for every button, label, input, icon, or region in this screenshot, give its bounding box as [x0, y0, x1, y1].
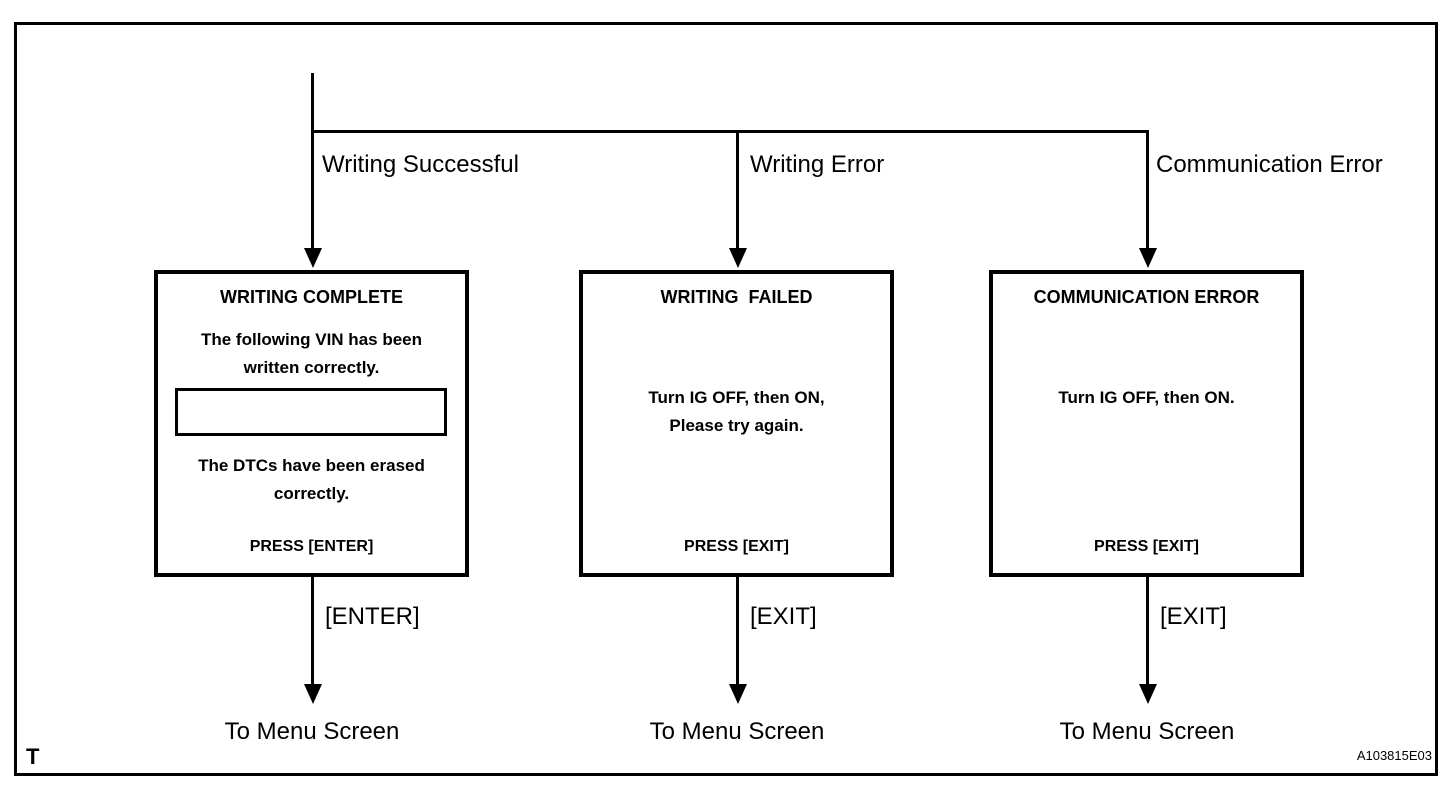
figure-code: A103815E03: [1356, 748, 1432, 763]
exit-line-3: [1146, 577, 1149, 686]
branch-label-writing-error: Writing Error: [750, 151, 885, 178]
branch-horizontal-line: [311, 130, 1149, 133]
destination-to-menu-screen: To Menu Screen: [224, 718, 400, 745]
screen-box-writing-failed: WRITING FAILED Turn IG OFF, then ON, Ple…: [579, 270, 894, 577]
destination-to-menu-screen: To Menu Screen: [1059, 718, 1235, 745]
exit-line-1: [311, 577, 314, 686]
screen-title: COMMUNICATION ERROR: [1033, 287, 1260, 307]
key-label-exit: [EXIT]: [750, 603, 817, 630]
exit-line-2: [736, 577, 739, 686]
screen-title: WRITING FAILED: [660, 287, 813, 307]
diagram-border: [14, 22, 1438, 776]
arrow-down-icon: [1139, 684, 1157, 704]
arrow-down-icon: [304, 248, 322, 268]
screen-box-writing-complete: WRITING COMPLETE The following VIN has b…: [154, 270, 469, 577]
screen-message: Turn IG OFF, then ON.: [1058, 388, 1235, 407]
screen-message-top: The following VIN has been written corre…: [200, 330, 423, 377]
screen-box-communication-error: COMMUNICATION ERROR Turn IG OFF, then ON…: [989, 270, 1304, 577]
stem-line: [311, 73, 314, 250]
branch-label-communication-error: Communication Error: [1156, 151, 1383, 178]
page-letter: T: [26, 744, 40, 769]
branch-2-vertical-line: [736, 130, 739, 250]
vin-value-field: [175, 388, 447, 436]
arrow-down-icon: [729, 248, 747, 268]
key-label-exit: [EXIT]: [1160, 603, 1227, 630]
arrow-down-icon: [1139, 248, 1157, 268]
screen-message: Turn IG OFF, then ON, Please try again.: [648, 388, 825, 435]
branch-label-writing-successful: Writing Successful: [322, 151, 519, 178]
arrow-down-icon: [729, 684, 747, 704]
destination-to-menu-screen: To Menu Screen: [649, 718, 825, 745]
key-label-enter: [ENTER]: [325, 603, 420, 630]
screen-message-bottom: The DTCs have been erased correctly.: [198, 456, 425, 503]
screen-title: WRITING COMPLETE: [220, 287, 403, 307]
press-instruction: PRESS [ENTER]: [249, 538, 374, 555]
press-instruction: PRESS [EXIT]: [1094, 538, 1199, 555]
press-instruction: PRESS [EXIT]: [684, 538, 789, 555]
branch-3-vertical-line: [1146, 130, 1149, 250]
arrow-down-icon: [304, 684, 322, 704]
